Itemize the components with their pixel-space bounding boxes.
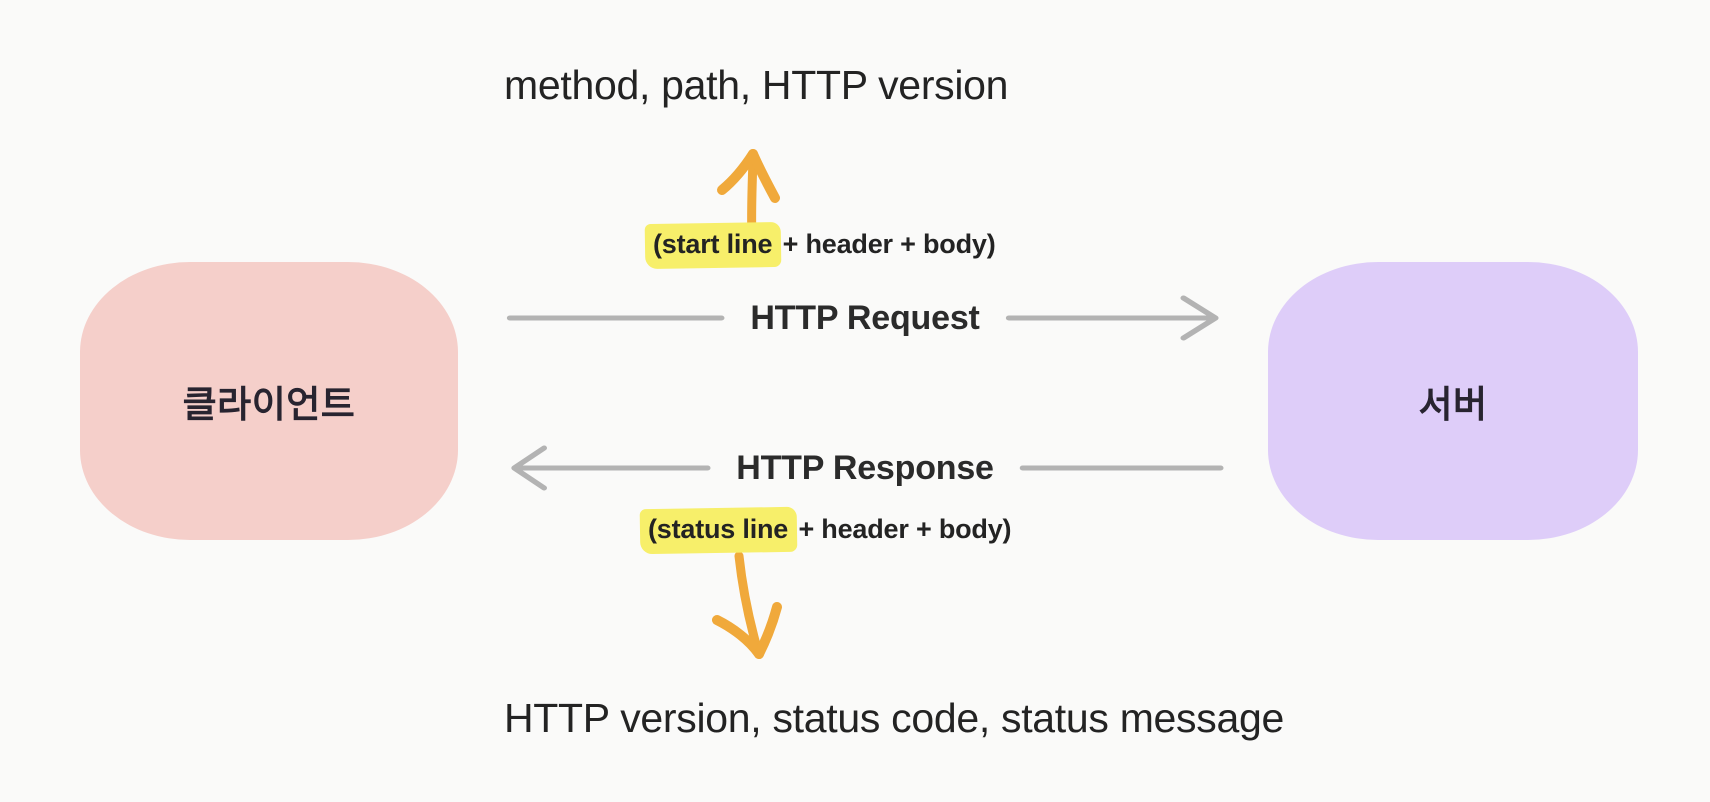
http-request-flow: HTTP Request (505, 288, 1225, 348)
client-node[interactable]: 클라이언트 (80, 262, 458, 540)
http-request-label: HTTP Request (750, 298, 980, 337)
bottom-caption: HTTP version, status code, status messag… (504, 695, 1284, 741)
client-node-label: 클라이언트 (182, 384, 356, 425)
start-line-rest: + header + body) (775, 229, 996, 259)
response-line-right (1018, 438, 1225, 498)
start-line-highlight: (start line (650, 228, 775, 261)
request-line-right-arrow (1004, 288, 1225, 348)
top-caption: method, path, HTTP version (504, 62, 1009, 108)
status-line-rest: + header + body) (791, 514, 1012, 544)
request-line-left (505, 288, 726, 348)
start-line-annotation: (start line + header + body) (650, 228, 996, 261)
down-arrow-icon (695, 550, 805, 670)
status-line-annotation: (status line + header + body) (645, 513, 1012, 546)
http-response-flow: HTTP Response (505, 438, 1225, 498)
server-node[interactable]: 서버 (1268, 262, 1638, 540)
server-node-label: 서버 (1418, 384, 1488, 425)
status-line-highlight: (status line (645, 513, 791, 546)
http-response-label: HTTP Response (736, 448, 994, 487)
response-line-left-arrow (505, 438, 712, 498)
